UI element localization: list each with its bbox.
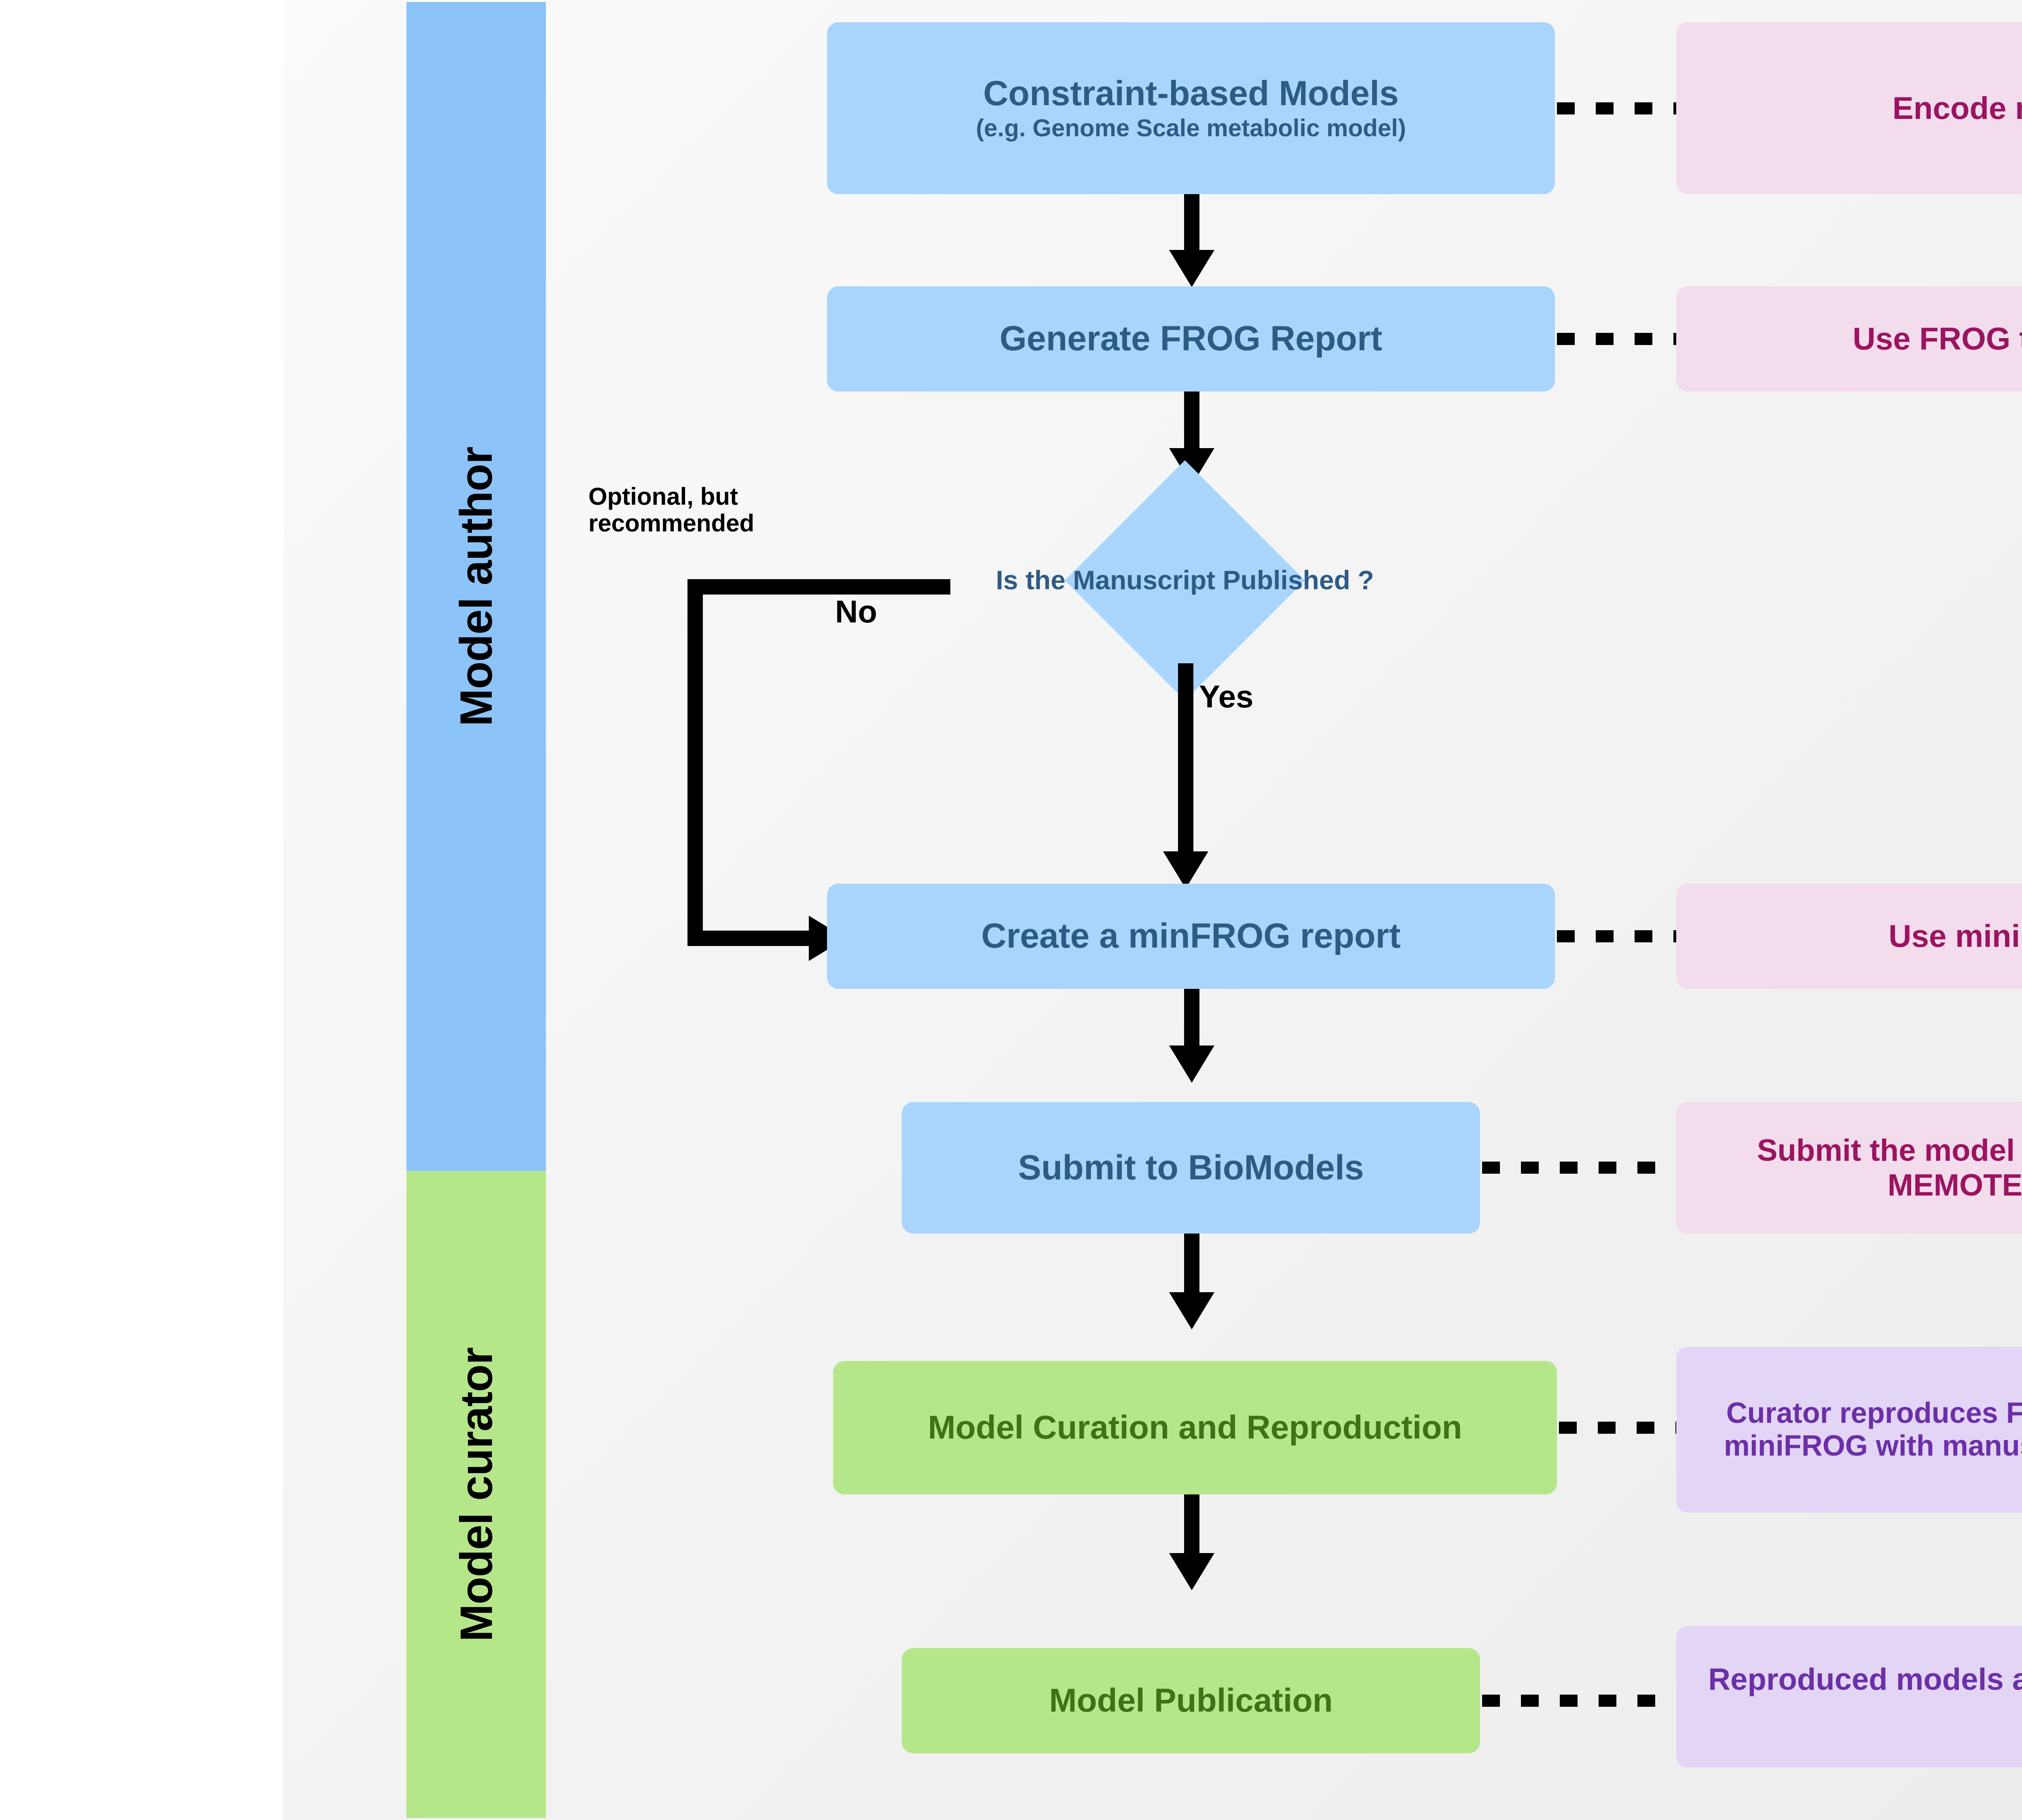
tie-line-3 (1557, 930, 1678, 942)
arrowhead-5 (1169, 1553, 1214, 1590)
connector-yes (1178, 663, 1193, 870)
note-submit-reports-to-biomodels: Submit the model (SBML), FROG, miniFROG … (1676, 1102, 2022, 1234)
connector-1 (1184, 194, 1199, 259)
swimlane-model-author: Model author (406, 2, 546, 1171)
step-subtitle: (e.g. Genome Scale metabolic model) (976, 114, 1406, 142)
note-use-frog-tools: Use FROG tools to generate report (1676, 286, 2022, 392)
step-create-minfrog-report[interactable]: Create a minFROG report (827, 884, 1555, 989)
note-encode-models-in-sbml-fbc: Encode models in SBML FBC (1676, 22, 2022, 194)
step-model-publication[interactable]: Model Publication (902, 1648, 1480, 1753)
note-curator-reproduces-frog: Curator reproduces FROG reference data, … (1676, 1347, 2022, 1513)
tie-line-2 (1557, 333, 1678, 345)
tie-line-1 (1557, 102, 1678, 114)
connector-no-vertical (687, 579, 703, 938)
arrowhead-yes (1163, 851, 1208, 889)
step-generate-frog-report[interactable]: Generate FROG Report (827, 286, 1555, 392)
connector-3 (1184, 989, 1199, 1054)
step-title: Model Curation and Reproduction (928, 1409, 1462, 1446)
label-optional-but-recommended: Optional, but recommended (588, 483, 755, 537)
step-title: Generate FROG Report (999, 319, 1383, 358)
step-title: Submit to BioModels (1018, 1148, 1364, 1187)
arrowhead-3 (1169, 1045, 1214, 1083)
connector-4 (1184, 1234, 1199, 1302)
step-submit-to-biomodels[interactable]: Submit to BioModels (902, 1102, 1480, 1234)
connector-2 (1184, 392, 1199, 456)
arrowhead-1 (1169, 250, 1214, 287)
swimlane-label-model-curator: Model curator (451, 1347, 501, 1642)
connector-no-horizontal (687, 579, 950, 595)
step-model-curation-and-reproduction[interactable]: Model Curation and Reproduction (833, 1361, 1557, 1494)
step-title: Create a minFROG report (981, 916, 1401, 956)
connector-5 (1184, 1494, 1199, 1563)
tie-line-6 (1482, 1695, 1678, 1707)
decision-label: Is the Manuscript Published ? (996, 565, 1374, 595)
step-title: Constraint-based Models (983, 74, 1399, 113)
note-reproduced-models-published: Reproduced models are published in curat… (1676, 1626, 2022, 1767)
step-title: Model Publication (1049, 1682, 1333, 1719)
label-no: No (835, 594, 877, 629)
step-constraint-based-models[interactable]: Constraint-based Models (e.g. Genome Sca… (827, 22, 1555, 194)
swimlane-model-curator: Model curator (406, 1171, 546, 1818)
connector-no-horizontal-2 (687, 931, 813, 946)
label-yes: Yes (1199, 679, 1254, 714)
note-use-minifrog-excel-template: Use miniFROG excel template (1676, 884, 2022, 989)
arrowhead-4 (1169, 1292, 1214, 1329)
tie-line-4 (1482, 1162, 1678, 1174)
swimlane-label-model-author: Model author (451, 447, 501, 726)
tie-line-5 (1559, 1422, 1678, 1434)
decision-is-manuscript-published[interactable]: Is the Manuscript Published ? (944, 460, 1426, 700)
